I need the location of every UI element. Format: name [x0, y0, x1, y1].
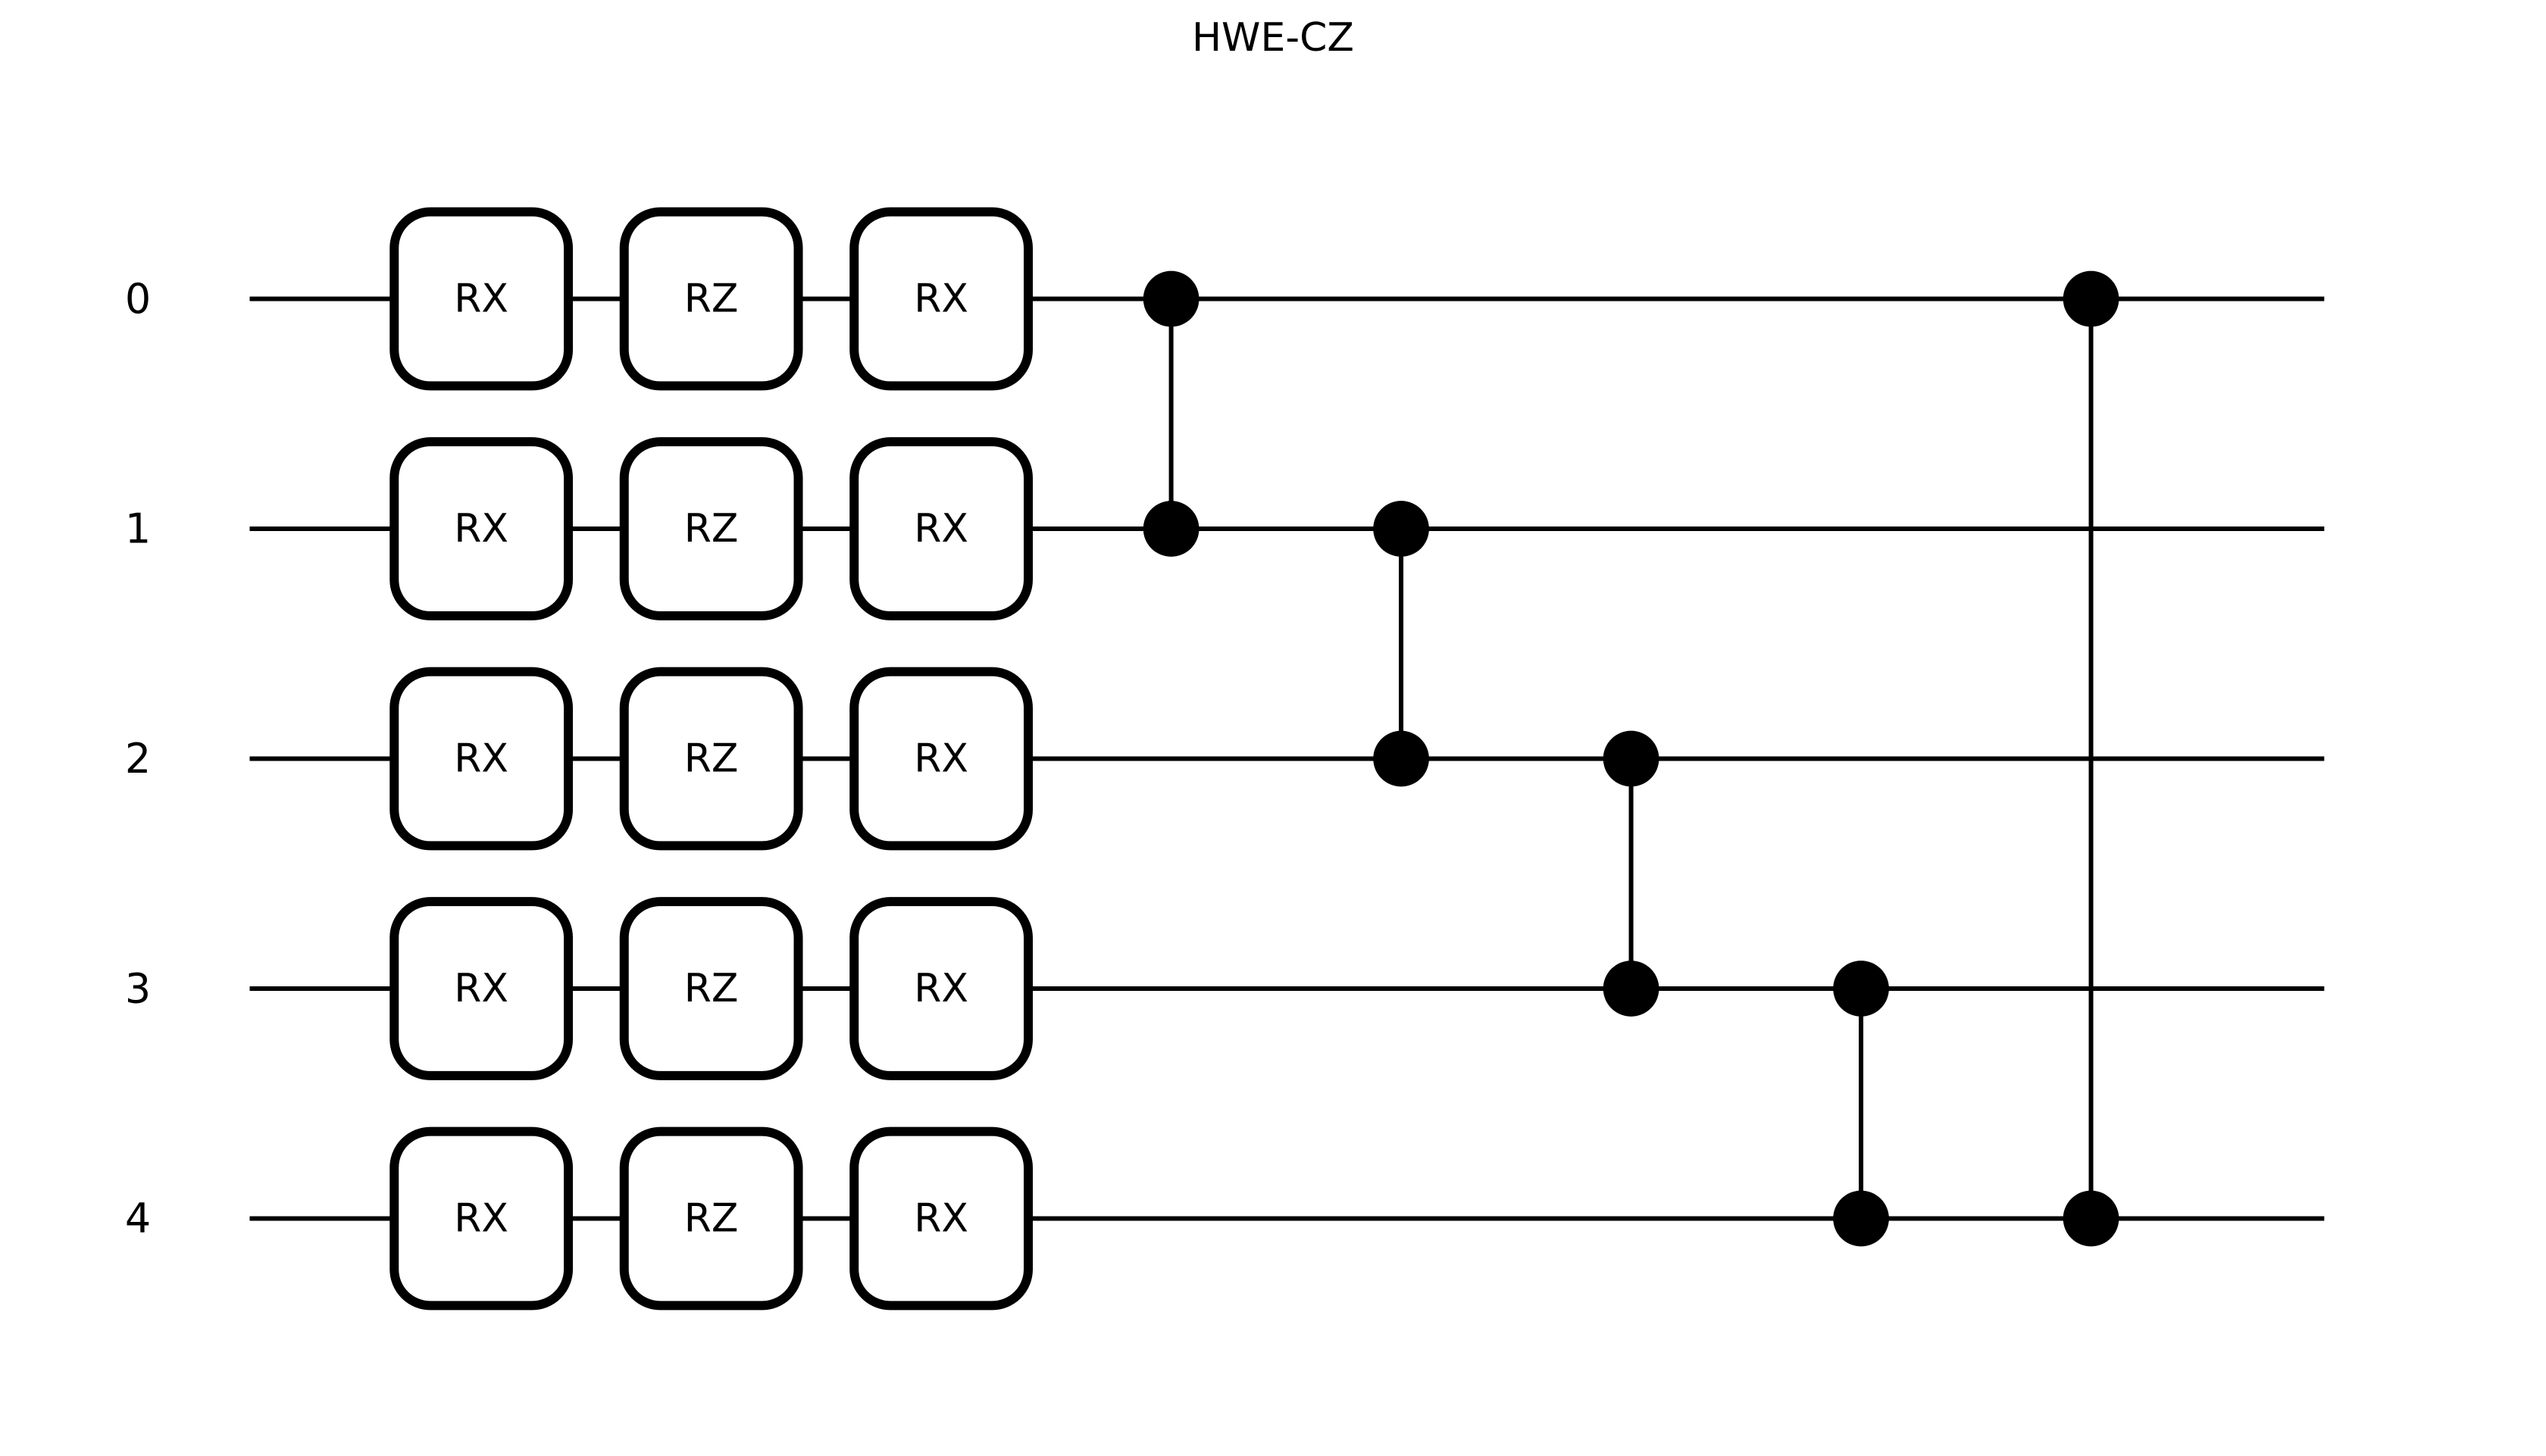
- gate-label: RX: [454, 506, 508, 551]
- wire-label: 3: [125, 964, 151, 1012]
- control-dot: [1373, 730, 1429, 787]
- gate-label: RZ: [684, 277, 739, 322]
- control-dot: [1833, 1190, 1889, 1247]
- gate-box: [619, 207, 803, 391]
- control-dot: [1603, 730, 1659, 787]
- gate-box: [389, 667, 574, 851]
- control-dot: [1373, 501, 1429, 557]
- gate-label: RX: [454, 736, 508, 781]
- control-dot: [1603, 961, 1659, 1017]
- gate-label: RX: [914, 277, 968, 322]
- wire-label: 4: [125, 1195, 151, 1242]
- gate-label: RZ: [684, 736, 739, 781]
- gate-box: [849, 667, 1034, 851]
- gate-box: [389, 437, 574, 620]
- gate-label: RZ: [684, 966, 739, 1011]
- gate-box: [619, 897, 803, 1080]
- gate-box: [849, 437, 1034, 620]
- gate-label: RX: [454, 966, 508, 1011]
- gate-label: RX: [914, 1195, 968, 1241]
- gate-box: [619, 1126, 803, 1311]
- gate-box: [849, 207, 1034, 391]
- control-dot: [1143, 270, 1199, 327]
- wire-label: 1: [125, 505, 151, 553]
- diagram-title: HWE-CZ: [1191, 15, 1355, 61]
- gate-box: [849, 1126, 1034, 1311]
- gate-box: [389, 897, 574, 1080]
- gate-label: RX: [914, 966, 968, 1011]
- gate-label: RX: [454, 277, 508, 322]
- gate-box: [849, 897, 1034, 1080]
- gate-box: [389, 207, 574, 391]
- gate-box: [619, 437, 803, 620]
- gate-label: RZ: [684, 506, 739, 551]
- gate-box: [619, 667, 803, 851]
- control-dot: [2063, 1190, 2119, 1247]
- control-dot: [1143, 501, 1199, 557]
- gate-label: RX: [914, 736, 968, 781]
- wire-label: 2: [125, 735, 151, 783]
- control-dot: [1833, 961, 1889, 1017]
- wire-label: 0: [125, 275, 151, 323]
- gate-box: [389, 1126, 574, 1311]
- control-dot: [2063, 270, 2119, 327]
- gate-label: RX: [914, 506, 968, 551]
- gate-label: RX: [454, 1195, 508, 1241]
- gate-label: RZ: [684, 1195, 739, 1241]
